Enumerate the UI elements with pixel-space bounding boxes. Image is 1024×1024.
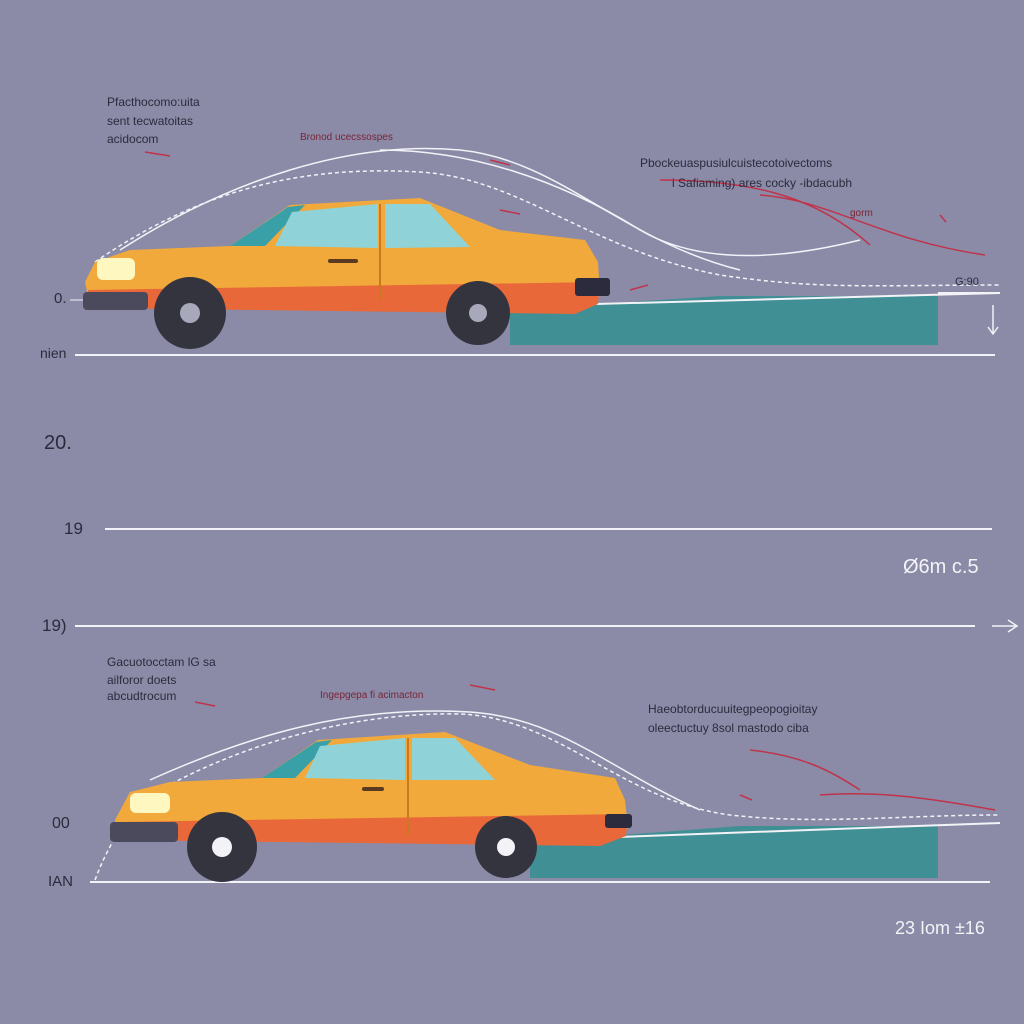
bottom-note-left-line2: ailforor doets <box>107 673 177 687</box>
bottom-ramp <box>530 822 1001 878</box>
top-car-icon <box>83 198 610 349</box>
bottom-car-icon <box>110 732 632 882</box>
top-panel <box>70 147 1001 356</box>
bottom-footer: 23 Iom ±16 <box>895 918 985 938</box>
axis-value-b: 19 <box>64 519 83 538</box>
bottom-note-left-line3: abcudtrocum <box>107 689 177 703</box>
axis-value-c: 19) <box>42 616 67 635</box>
top-ramp <box>510 292 1001 345</box>
bottom-panel <box>90 684 1001 883</box>
top-note-left-line2: sent tecwatoitas <box>107 114 194 128</box>
top-note-right-line1: Pbockeuaspusiulcuistecotoivectoms <box>640 156 833 170</box>
bottom-x-label: IAN <box>48 873 74 890</box>
arrow-right-icon <box>992 619 1019 633</box>
top-note-small: gorm <box>850 208 873 219</box>
bottom-y-label: 00 <box>52 815 70 832</box>
top-note-center: Bronod ucecssospes <box>300 132 393 143</box>
top-end-value: G:90 <box>955 276 979 288</box>
top-airflow-red <box>144 151 986 291</box>
bottom-note-right-line2: oleectuctuy 8sol mastodo ciba <box>648 721 809 735</box>
top-note-left-line3: acidocom <box>107 132 159 146</box>
axis-value-a: 20. <box>44 432 72 454</box>
top-x-label: nien <box>40 345 67 361</box>
bottom-note-right-line1: Haeobtorducuuitegpeopogioitay <box>648 702 818 716</box>
axis-measure: Ø6m c.5 <box>903 556 979 578</box>
middle-axes <box>75 528 1019 633</box>
bottom-note-center: Ingepgepa fi acimacton <box>320 690 424 701</box>
bottom-note-left-line1: Gacuotocctam lG sa <box>107 655 216 669</box>
top-note-right-line2: i Safiaming) ares cocky -ibdacubh <box>672 176 853 190</box>
top-note-left-line1: Pfacthocomo:uita <box>107 95 200 109</box>
top-y-label: 0. <box>54 290 67 307</box>
arrow-down-icon <box>987 305 999 336</box>
top-airflow-lines <box>94 147 1001 287</box>
